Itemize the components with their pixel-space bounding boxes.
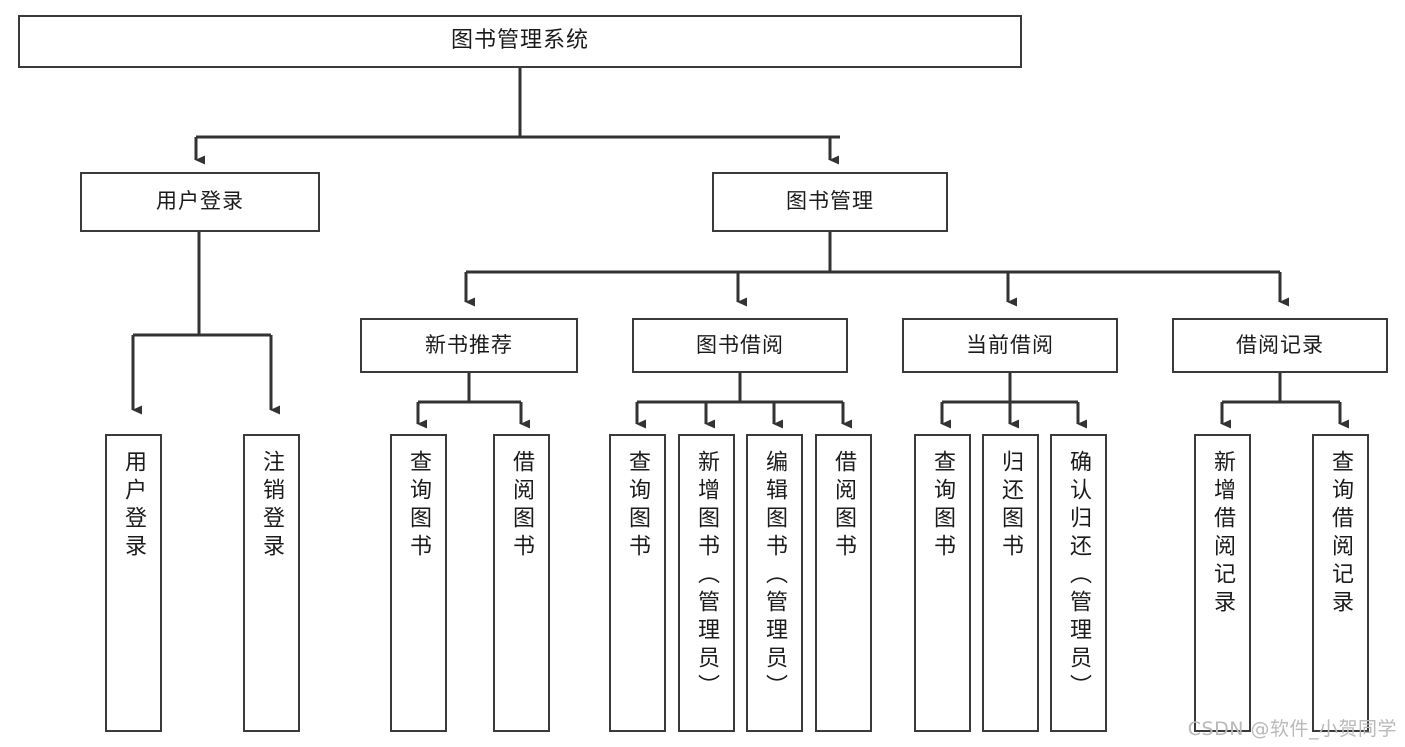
leaf-borrow-add-book-admin-label: 新增图书（管理员） <box>694 450 720 702</box>
leaf-recommend-query-book-label: 查询图书 <box>406 450 432 562</box>
leaf-user-logout-label: 注销登录 <box>259 450 285 562</box>
node-book-borrow[interactable]: 图书借阅 <box>632 318 848 373</box>
leaf-recommend-borrow-book-label: 借阅图书 <box>509 450 535 562</box>
node-new-book-recommend-label: 新书推荐 <box>425 332 513 357</box>
leaf-record-query-record[interactable]: 查询借阅记录 <box>1312 434 1369 732</box>
node-current-borrow-label: 当前借阅 <box>966 332 1054 357</box>
leaf-record-add-record[interactable]: 新增借阅记录 <box>1194 434 1251 732</box>
leaf-borrow-borrow-book[interactable]: 借阅图书 <box>815 434 872 732</box>
leaf-user-logout[interactable]: 注销登录 <box>243 434 300 732</box>
leaf-recommend-borrow-book[interactable]: 借阅图书 <box>493 434 550 732</box>
leaf-recommend-query-book[interactable]: 查询图书 <box>390 434 447 732</box>
node-borrow-record-label: 借阅记录 <box>1236 332 1324 357</box>
node-book-management-label: 图书管理 <box>786 189 874 214</box>
node-root-system-label: 图书管理系统 <box>450 28 589 54</box>
leaf-borrow-add-book-admin[interactable]: 新增图书（管理员） <box>678 434 735 732</box>
leaf-record-query-record-label: 查询借阅记录 <box>1328 450 1354 618</box>
leaf-current-return-book[interactable]: 归还图书 <box>982 434 1039 732</box>
leaf-current-query-book-label: 查询图书 <box>930 450 956 562</box>
node-root-system[interactable]: 图书管理系统 <box>18 15 1022 68</box>
leaf-user-login[interactable]: 用户登录 <box>105 434 162 732</box>
node-book-management[interactable]: 图书管理 <box>712 172 948 232</box>
node-user-login-label: 用户登录 <box>156 189 244 214</box>
leaf-borrow-borrow-book-label: 借阅图书 <box>831 450 857 562</box>
leaf-current-confirm-return-admin[interactable]: 确认归还（管理员） <box>1050 434 1107 732</box>
leaf-current-return-book-label: 归还图书 <box>998 450 1024 562</box>
node-new-book-recommend[interactable]: 新书推荐 <box>360 318 578 373</box>
leaf-borrow-edit-book-admin[interactable]: 编辑图书（管理员） <box>746 434 803 732</box>
leaf-borrow-query-book-label: 查询图书 <box>625 450 651 562</box>
leaf-user-login-label: 用户登录 <box>121 450 147 562</box>
node-book-borrow-label: 图书借阅 <box>696 332 784 357</box>
node-current-borrow[interactable]: 当前借阅 <box>902 318 1118 373</box>
node-user-login[interactable]: 用户登录 <box>80 172 320 232</box>
leaf-borrow-query-book[interactable]: 查询图书 <box>609 434 666 732</box>
leaf-current-confirm-return-admin-label: 确认归还（管理员） <box>1066 450 1092 702</box>
leaf-record-add-record-label: 新增借阅记录 <box>1210 450 1236 618</box>
leaf-current-query-book[interactable]: 查询图书 <box>914 434 971 732</box>
leaf-borrow-edit-book-admin-label: 编辑图书（管理员） <box>762 450 788 702</box>
node-borrow-record[interactable]: 借阅记录 <box>1172 318 1388 373</box>
